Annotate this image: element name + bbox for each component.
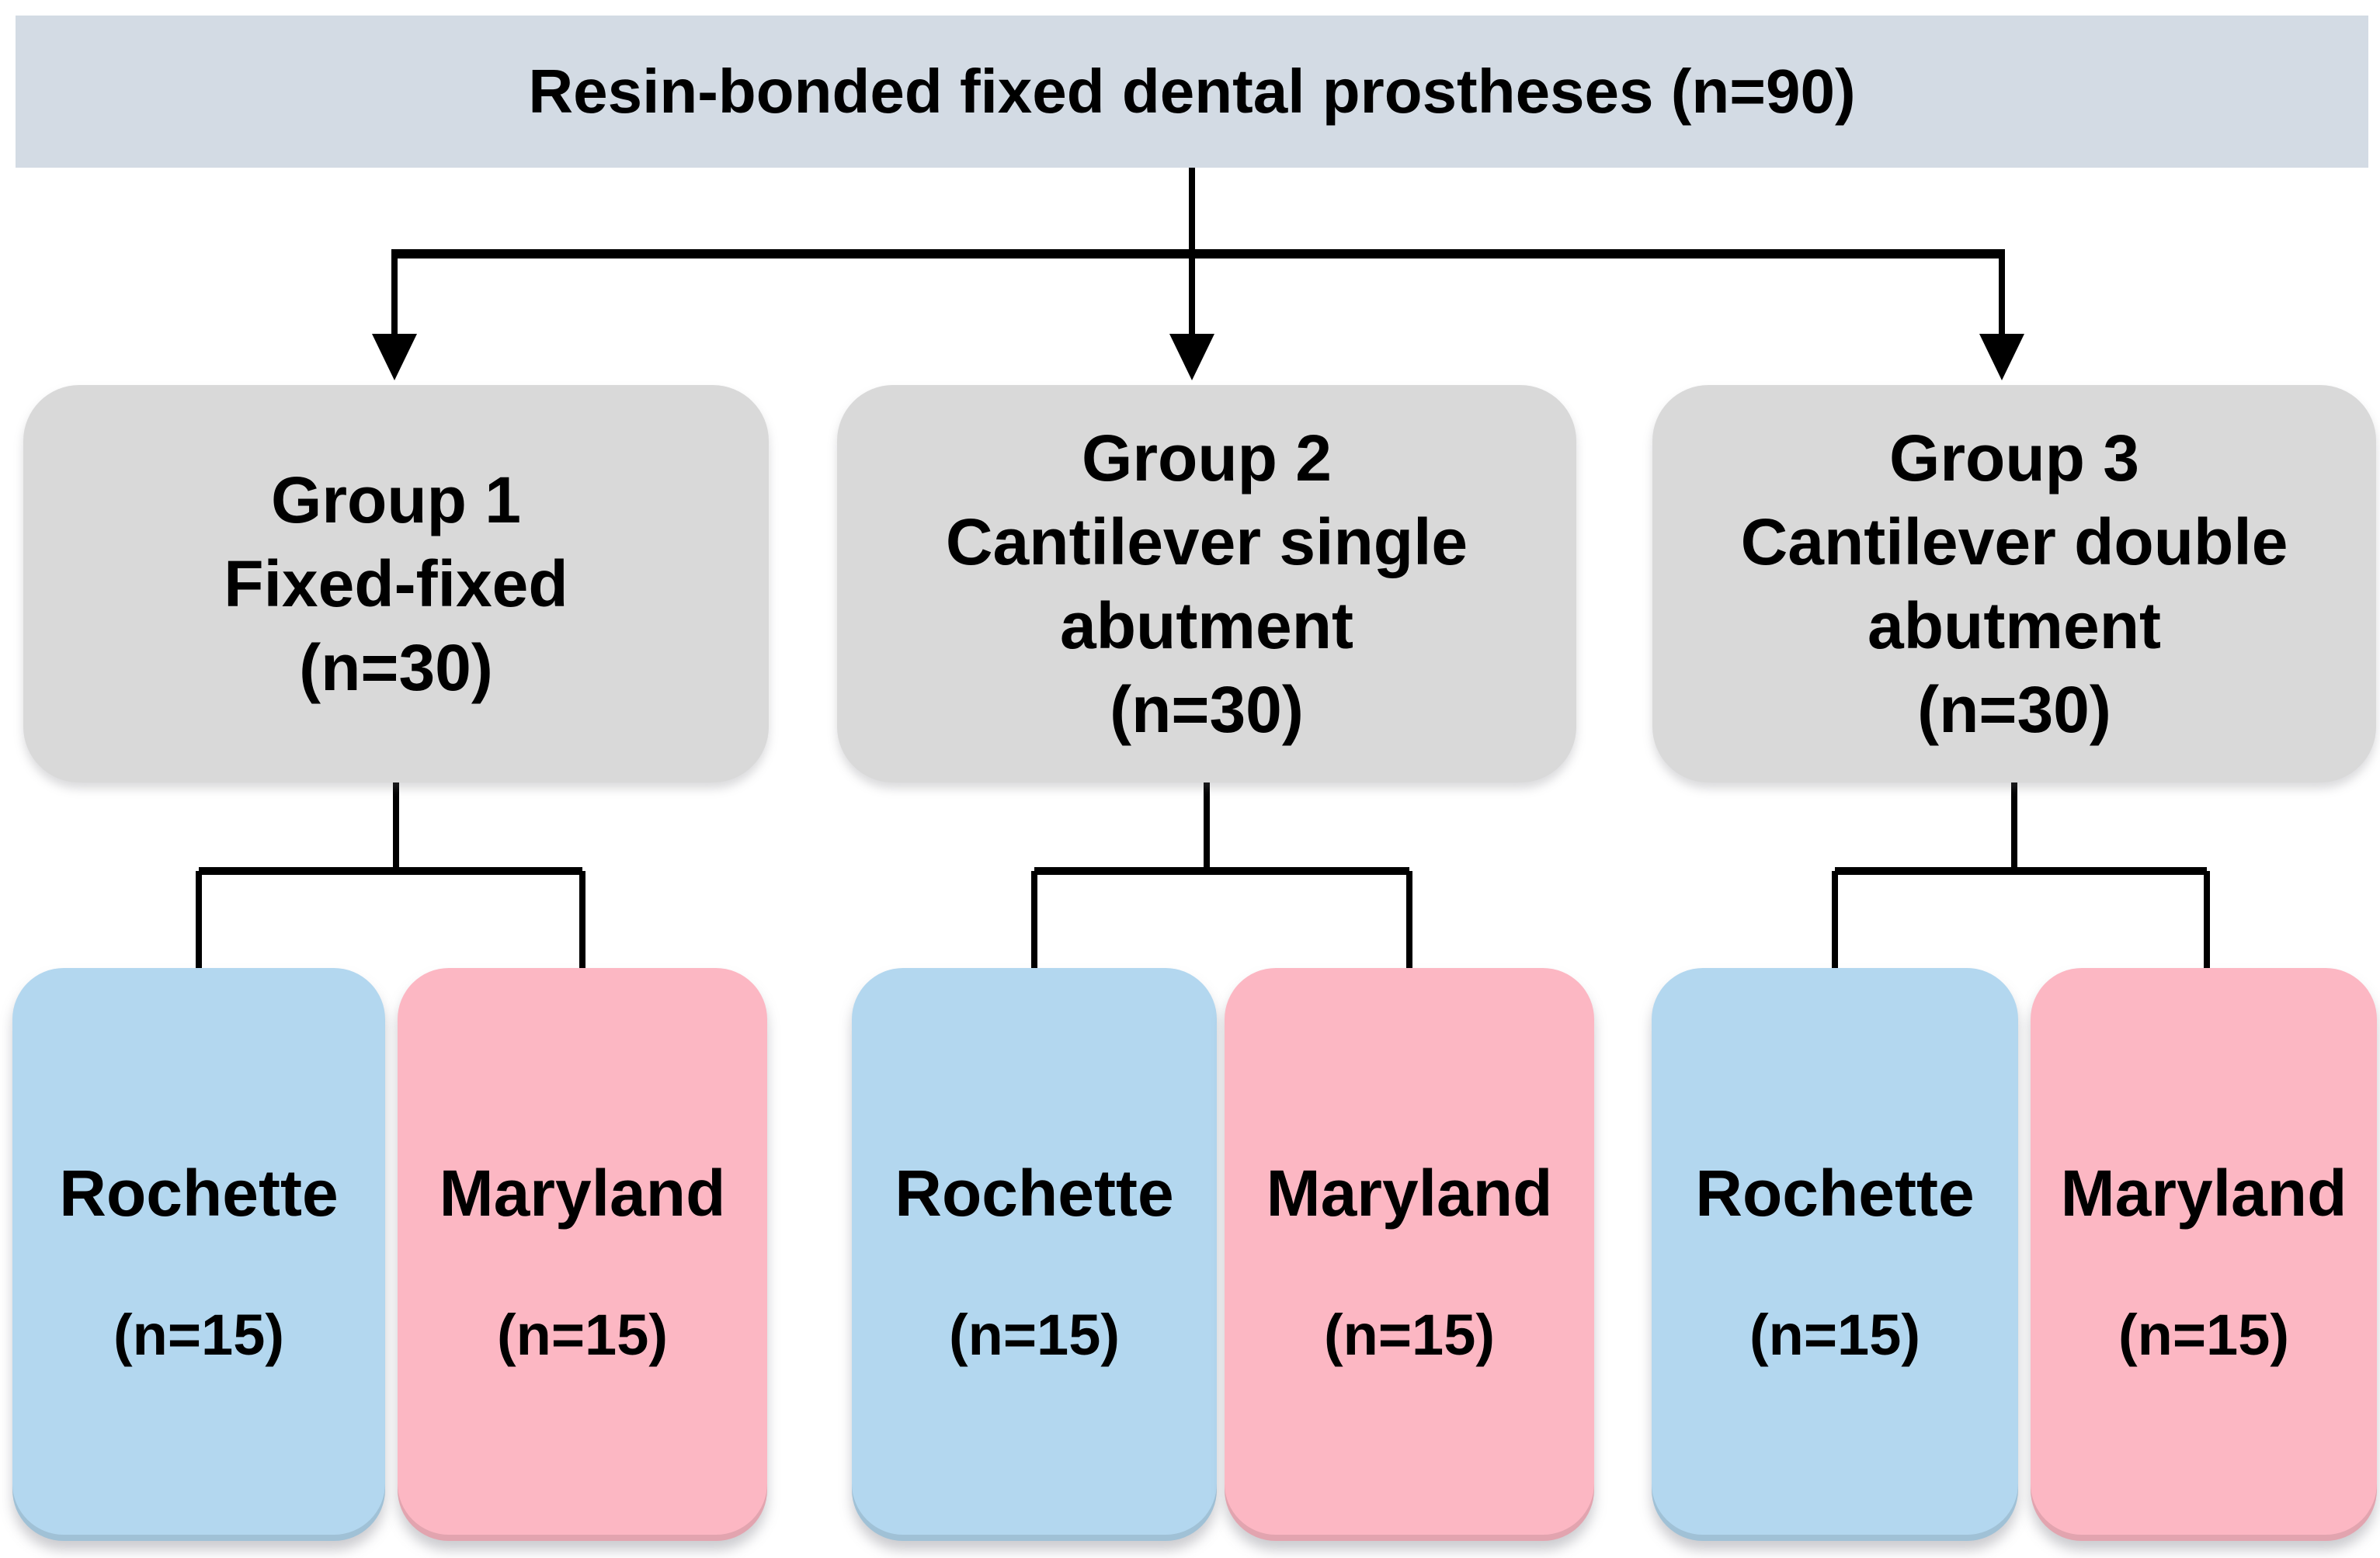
child-box-rochette-1: Rochette (n=15) xyxy=(12,968,385,1541)
group-1-line-2: Fixed-fixed xyxy=(224,547,568,620)
child-box-maryland-1: Maryland (n=15) xyxy=(398,968,767,1541)
group-2-line-3: abutment xyxy=(1060,589,1353,662)
child-rochette-3-title: Rochette xyxy=(1695,1157,1975,1230)
child-box-rochette-3: Rochette (n=15) xyxy=(1652,968,2018,1541)
group-box-1: Group 1 Fixed-fixed (n=30) xyxy=(23,385,769,782)
arrowhead-group-3 xyxy=(1979,334,2024,380)
group-3-line-4: (n=30) xyxy=(1917,673,2111,746)
child-maryland-1-title: Maryland xyxy=(439,1157,726,1230)
root-node-banner: Resin-bonded fixed dental prostheses (n=… xyxy=(16,16,2368,168)
child-maryland-3-title: Maryland xyxy=(2060,1157,2347,1230)
child-rochette-1-count: (n=15) xyxy=(113,1303,284,1367)
group-3-line-3: abutment xyxy=(1868,589,2161,662)
child-box-maryland-3: Maryland (n=15) xyxy=(2031,968,2377,1541)
group-1-line-3: (n=30) xyxy=(299,631,493,704)
arrowhead-group-1 xyxy=(372,334,417,380)
root-node-label: Resin-bonded fixed dental prostheses (n=… xyxy=(528,57,1856,126)
child-rochette-2-count: (n=15) xyxy=(948,1303,1120,1367)
child-rochette-3-count: (n=15) xyxy=(1749,1303,1920,1367)
child-maryland-2-title: Maryland xyxy=(1266,1157,1553,1230)
child-rochette-1-title: Rochette xyxy=(59,1157,339,1230)
child-box-rochette-2: Rochette (n=15) xyxy=(852,968,1217,1541)
child-maryland-1-count: (n=15) xyxy=(496,1303,668,1367)
group-2-line-1: Group 2 xyxy=(1081,422,1332,494)
child-maryland-2-count: (n=15) xyxy=(1323,1303,1495,1367)
child-maryland-3-count: (n=15) xyxy=(2118,1303,2289,1367)
group-2-line-2: Cantilever single xyxy=(945,505,1468,578)
arrowhead-group-2 xyxy=(1169,334,1214,380)
group-3-line-1: Group 3 xyxy=(1888,422,2139,494)
group-box-2: Group 2 Cantilever single abutment (n=30… xyxy=(837,385,1576,782)
group-2-line-4: (n=30) xyxy=(1110,673,1304,746)
group-box-3: Group 3 Cantilever double abutment (n=30… xyxy=(1652,385,2376,782)
child-box-maryland-2: Maryland (n=15) xyxy=(1225,968,1594,1541)
group-3-line-2: Cantilever double xyxy=(1740,505,2288,578)
child-rochette-2-title: Rochette xyxy=(895,1157,1174,1230)
group-1-line-1: Group 1 xyxy=(270,463,521,536)
